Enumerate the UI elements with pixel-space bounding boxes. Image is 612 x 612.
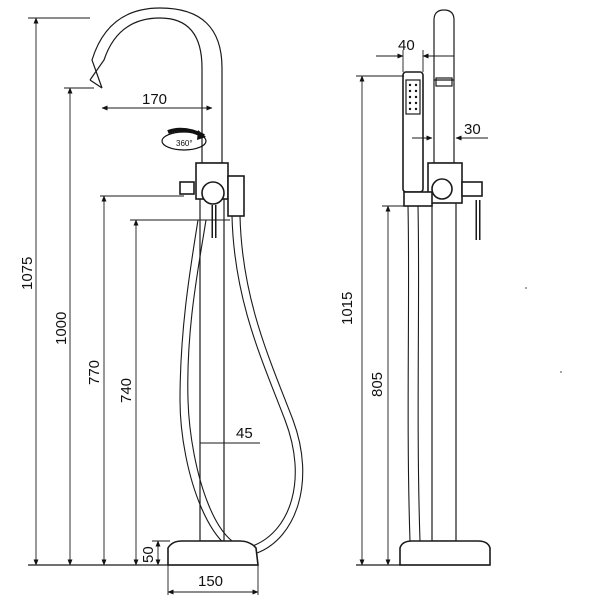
front-mixer-knob [431, 178, 453, 200]
side-view-drawing: 360° 1075 1000 770 740 50 [19, 7, 304, 595]
dim-pipe-width: 45 [236, 425, 253, 442]
dim-base-height: 50 [140, 546, 157, 563]
base-plate [167, 540, 259, 566]
dim-total-height: 1075 [19, 257, 36, 290]
front-dim-handshower-width: 40 [398, 37, 415, 54]
spout-gooseneck [89, 17, 203, 163]
front-main-pipe [431, 162, 457, 542]
holder-bracket [403, 191, 433, 207]
lever-stub [179, 181, 195, 195]
front-dim-holder-height: 805 [369, 372, 386, 397]
front-hose [407, 205, 411, 542]
dim-spout-height: 1000 [53, 312, 70, 345]
dim-handle-height: 770 [86, 360, 103, 385]
dim-spout-reach: 170 [142, 91, 167, 108]
dim-base-width: 150 [198, 573, 223, 590]
mixer-knob [201, 181, 225, 205]
front-dim-pipe-offset: 30 [464, 121, 481, 138]
hose [187, 215, 296, 548]
spout-nozzle [89, 79, 103, 89]
front-lever-arm [461, 181, 483, 197]
front-base-plate [399, 540, 491, 566]
side-connector [227, 175, 245, 217]
front-spout-pipe [433, 9, 455, 163]
dim-holder-height: 740 [118, 378, 135, 403]
spout-gooseneck-inner [91, 7, 223, 163]
rotation-symbol: 360° [161, 127, 207, 151]
handshower-nozzles [408, 83, 418, 111]
front-view-drawing: 1015 805 40 30 [339, 9, 562, 566]
front-dim-total-height: 1015 [339, 292, 356, 325]
rotation-label: 360° [176, 139, 193, 148]
